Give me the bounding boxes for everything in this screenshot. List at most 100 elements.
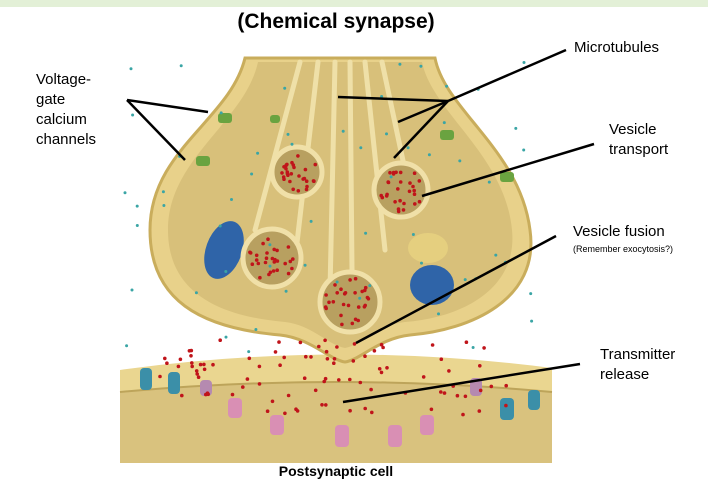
neurotransmitter-dot xyxy=(218,338,222,343)
neurotransmitter-dot xyxy=(286,271,291,276)
neurotransmitter-dot xyxy=(256,261,261,266)
neurotransmitter-dot xyxy=(230,392,235,397)
neurotransmitter-dot xyxy=(261,241,265,246)
neurotransmitter-dot xyxy=(385,366,389,370)
calcium-ion-dot xyxy=(487,180,491,184)
neurotransmitter-dot xyxy=(327,300,331,305)
calcium-ion-dot xyxy=(437,312,440,316)
neurotransmitter-dot xyxy=(352,342,357,346)
calcium-ion-dot xyxy=(458,159,462,163)
neurotransmitter-dot xyxy=(377,367,382,371)
calcium-ion-dot xyxy=(419,64,423,68)
neurotransmitter-dot xyxy=(504,403,508,408)
label-vesicle-fusion-note: (Remember exocytosis?) xyxy=(573,244,674,254)
neurotransmitter-dot xyxy=(285,172,290,176)
neurotransmitter-dot xyxy=(396,187,400,191)
neurotransmitter-dot xyxy=(429,407,434,412)
neurotransmitter-dot xyxy=(196,375,201,380)
neurotransmitter-dot xyxy=(180,393,184,398)
neurotransmitter-dot xyxy=(356,318,361,323)
neurotransmitter-dot xyxy=(283,261,288,266)
neurotransmitter-dot xyxy=(257,364,262,369)
neurotransmitter-dot xyxy=(363,303,368,308)
neurotransmitter-dot xyxy=(398,180,403,184)
neurotransmitter-dot xyxy=(339,313,343,318)
neurotransmitter-dot xyxy=(363,288,367,293)
top-band xyxy=(0,0,708,7)
leader-lines xyxy=(126,48,595,404)
vesicle-1 xyxy=(269,144,325,200)
calcium-ion-dot xyxy=(529,292,533,296)
neurotransmitter-dot xyxy=(198,362,203,367)
neurotransmitter-dot xyxy=(353,276,358,281)
neurotransmitter-dot xyxy=(248,250,252,255)
calcium-ion-dot xyxy=(522,148,526,152)
neurotransmitter-dot xyxy=(189,354,193,358)
neurotransmitter-dot xyxy=(178,357,183,362)
neurotransmitter-dot xyxy=(348,377,352,382)
neurotransmitter-dot xyxy=(303,167,308,172)
calcium-ion-dot xyxy=(224,335,228,339)
neurotransmitter-dot xyxy=(372,349,377,353)
calcium-ion-dot xyxy=(125,344,129,348)
calcium-ion-dot xyxy=(250,172,254,176)
calcium-ion-dot xyxy=(368,284,372,288)
neurotransmitter-dot xyxy=(411,184,415,189)
neurotransmitter-dot xyxy=(417,179,422,183)
caption-postsynaptic-cell: Postsynaptic cell xyxy=(278,463,394,479)
neurotransmitter-dot xyxy=(455,393,460,398)
calcium-ion-dot xyxy=(129,67,133,71)
calcium-ion-dot xyxy=(135,224,139,227)
neurotransmitter-dot xyxy=(254,253,259,258)
calcium-ion-dot xyxy=(530,319,534,323)
calcium-ion-dot xyxy=(219,111,223,115)
calcium-ion-dot xyxy=(268,243,272,247)
neurotransmitter-dot xyxy=(333,283,337,287)
neurotransmitter-dot xyxy=(430,343,435,347)
calcium-ion-dot xyxy=(162,204,166,207)
neurotransmitter-dot xyxy=(442,391,447,395)
calcium-ion-dot xyxy=(284,289,288,293)
calcium-ion-dot xyxy=(224,270,228,273)
neurotransmitter-dot xyxy=(158,374,162,379)
neurotransmitter-dot xyxy=(285,162,289,167)
neurotransmitter-dot xyxy=(417,199,422,204)
calcium-ion-dot xyxy=(131,113,135,117)
calcium-ion-dot xyxy=(427,153,431,157)
neurotransmitter-dot xyxy=(398,170,403,175)
postsynaptic-receptors xyxy=(140,368,540,447)
neurotransmitter-dot xyxy=(348,408,352,413)
neurotransmitter-dot xyxy=(290,266,294,271)
label-vesicle-transport-line1: Vesicle xyxy=(609,121,657,138)
neurotransmitter-dot xyxy=(402,201,406,206)
neurotransmitter-dot xyxy=(346,303,351,308)
neurotransmitter-dot xyxy=(340,322,344,327)
neurotransmitter-dot xyxy=(386,180,391,184)
neurotransmitter-dot xyxy=(379,193,384,198)
neurotransmitter-dot xyxy=(271,269,276,273)
calcium-ion-dot xyxy=(247,350,251,354)
neurotransmitter-dot xyxy=(463,394,468,399)
neurotransmitter-dot xyxy=(190,361,194,365)
neurotransmitter-dot xyxy=(412,171,417,175)
neurotransmitter-dot xyxy=(393,200,397,204)
neurotransmitter-dot xyxy=(291,257,295,261)
label-vesicle-transport-line2: transport xyxy=(609,141,669,158)
neurotransmitter-dot xyxy=(257,382,262,386)
label-vesicle-fusion: Vesicle fusion xyxy=(573,223,665,240)
neurotransmitter-dot xyxy=(302,376,307,381)
neurotransmitter-dot xyxy=(478,364,482,368)
label-voltage-gate-line2: gate xyxy=(36,91,66,108)
neurotransmitter-dot xyxy=(291,187,296,192)
neurotransmitter-dot xyxy=(388,170,392,175)
calcium-ion-dot xyxy=(286,132,290,136)
neurotransmitter-dot xyxy=(421,375,426,379)
calcium-ion-dot xyxy=(303,263,307,267)
label-voltage-gate-line3: calcium xyxy=(36,111,87,128)
neurotransmitter-dot xyxy=(439,390,443,394)
neurotransmitter-dot xyxy=(381,345,385,350)
label-voltage-gate-channels: Voltage- gate calcium channels xyxy=(36,70,96,150)
neurotransmitter-dot xyxy=(324,349,329,354)
calcium-ion-dot xyxy=(335,280,339,284)
neurotransmitter-dot xyxy=(241,385,245,389)
